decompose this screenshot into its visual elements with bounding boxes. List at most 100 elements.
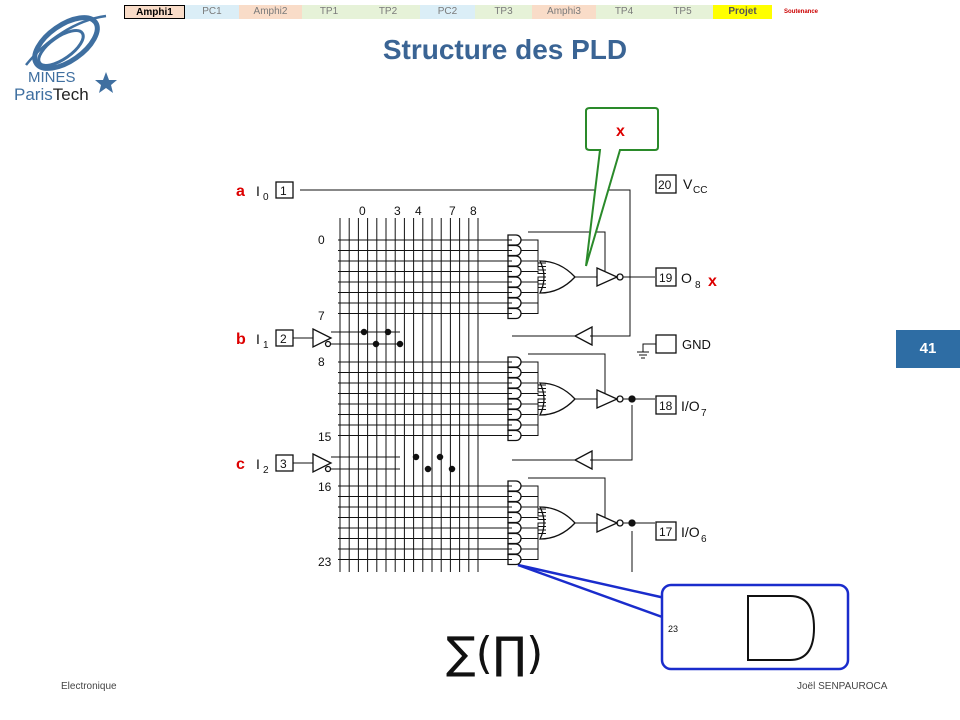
- inverter-bubble-icon: [324, 340, 332, 348]
- and-gate-icon: [507, 429, 522, 442]
- output-pin-box: [655, 521, 677, 541]
- logo-mines-text: MINES: [28, 69, 76, 86]
- enable-wire: [528, 477, 606, 518]
- feedback-wire: [590, 405, 633, 461]
- and-to-or-wire: [521, 517, 546, 520]
- and-to-or-wire: [521, 361, 546, 386]
- row-label: 15: [318, 430, 332, 444]
- or-gate-icon: [538, 260, 576, 294]
- nav-tab-amphi2[interactable]: Amphi2: [239, 5, 302, 19]
- column-label: 0: [359, 204, 366, 218]
- and-to-or-wire: [521, 382, 546, 393]
- and-gate-icon: [507, 307, 522, 320]
- sum-of-products-formula: ∑(∏): [446, 628, 544, 679]
- input-pin-name: I: [256, 183, 260, 199]
- input-pin-subscript: 0: [263, 192, 269, 203]
- nav-tab-tp5[interactable]: TP5: [652, 5, 713, 19]
- and-to-or-wire: [521, 533, 546, 560]
- input-pin-box: [275, 181, 294, 199]
- inverter-bubble-icon: [324, 465, 332, 473]
- junction-dot: [396, 340, 404, 348]
- feedback-buffer-icon: [573, 449, 593, 471]
- junction-dot: [412, 453, 420, 461]
- nav-tab-tp3[interactable]: TP3: [475, 5, 532, 19]
- output-pin-subscript: 7: [701, 408, 707, 419]
- input-signal-label-a: a: [236, 183, 245, 200]
- and-to-or-wire: [521, 271, 546, 274]
- column-label: 3: [394, 204, 401, 218]
- output-pin-number: 17: [659, 525, 673, 539]
- input-buffer-icon: [312, 452, 333, 474]
- nav-tab-pc1[interactable]: PC1: [185, 5, 239, 19]
- input-pin-box: [275, 329, 294, 347]
- and-to-or-wire: [521, 250, 546, 267]
- inverter-bubble-icon: [616, 519, 624, 527]
- input-pin-number: 2: [280, 332, 287, 346]
- vcc-pin-box: [655, 174, 677, 194]
- output-buffer-icon: [596, 512, 619, 534]
- zoom-row-number: 23: [668, 624, 678, 634]
- input-pin-name: I: [256, 456, 260, 472]
- or-gate-icon: [538, 382, 576, 416]
- row-label: 0: [318, 233, 325, 247]
- and-to-or-wire: [521, 522, 546, 529]
- input-pin-number: 1: [280, 184, 287, 198]
- nav-tab-amphi1[interactable]: Amphi1: [124, 5, 185, 19]
- and-to-or-wire: [521, 393, 546, 396]
- junction-dot: [424, 465, 432, 473]
- output-pin-number: 18: [659, 399, 673, 413]
- and-gate-icon: [507, 553, 522, 566]
- or-gate-icon: [538, 506, 576, 540]
- junction-dot: [384, 328, 392, 336]
- zoom-callout-box: [660, 583, 850, 671]
- and-to-or-wire: [521, 287, 546, 314]
- and-to-or-wire: [521, 409, 546, 436]
- callout-bubble-green: [585, 107, 659, 267]
- enable-wire: [528, 231, 606, 272]
- input-signal-label-b: b: [236, 331, 246, 348]
- nav-tab-amphi3[interactable]: Amphi3: [532, 5, 596, 19]
- vcc-pin-number: 20: [658, 178, 672, 192]
- nav-tab-pc2[interactable]: PC2: [420, 5, 475, 19]
- inverter-bubble-icon: [616, 273, 624, 281]
- nav-tab-tp4[interactable]: TP4: [596, 5, 652, 19]
- and-to-or-wire: [521, 239, 546, 264]
- slide-title: Structure des PLD: [382, 34, 628, 65]
- zoom-and-gate-icon: [747, 595, 816, 661]
- output-x-label: x: [708, 273, 717, 290]
- nav-tab-projet[interactable]: Projet: [713, 5, 772, 19]
- footer-course: Electronique: [61, 681, 117, 692]
- junction-dot: [448, 465, 456, 473]
- input-pin-name: I: [256, 331, 260, 347]
- input-signal-label-c: c: [236, 456, 245, 473]
- nav-tab-soutenance[interactable]: Soutenance: [772, 5, 830, 19]
- output-pin-box: [655, 395, 677, 415]
- logo-paris-text: ParisTech: [14, 85, 89, 104]
- nav-tab-tp2[interactable]: TP2: [356, 5, 420, 19]
- output-pin-number: 19: [659, 271, 673, 285]
- output-pin-name: I/O: [681, 398, 700, 414]
- output-pin-subscript: 8: [695, 280, 701, 291]
- input-pin-number: 3: [280, 457, 287, 471]
- column-label: 7: [449, 204, 456, 218]
- row-label: 23: [318, 555, 332, 569]
- and-to-or-wire: [521, 372, 546, 389]
- and-to-or-wire: [521, 485, 546, 510]
- junction-dot: [436, 453, 444, 461]
- row-label: 8: [318, 355, 325, 369]
- zoom-pointer-line: [517, 563, 666, 600]
- and-to-or-wire: [521, 506, 546, 517]
- enable-wire: [528, 353, 606, 394]
- junction-dot: [628, 519, 636, 527]
- vcc-label: V: [683, 176, 693, 192]
- and-to-or-wire: [521, 260, 546, 271]
- inverter-bubble-icon: [616, 395, 624, 403]
- output-pin-name: I/O: [681, 524, 700, 540]
- logo-swirl-icon: [25, 14, 107, 71]
- row-label: 7: [318, 309, 325, 323]
- column-label: 8: [470, 204, 477, 218]
- output-buffer-icon: [596, 266, 619, 288]
- ground-symbol-icon: [637, 343, 656, 359]
- and-to-or-wire: [521, 496, 546, 513]
- nav-tab-tp1[interactable]: TP1: [302, 5, 356, 19]
